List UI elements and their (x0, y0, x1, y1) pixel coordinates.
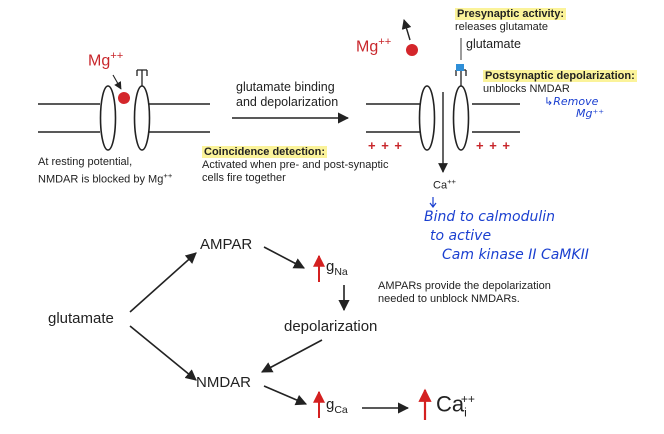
flow-ca-i: Cai++ (436, 391, 475, 420)
coincidence-note: Coincidence detection: Activated when pr… (202, 146, 389, 184)
left-nmdar-channel (38, 69, 210, 151)
ampar-note: AMPARs provide the depolarization needed… (378, 280, 551, 305)
mg-ion-expelled (406, 44, 418, 56)
flow-ampar: AMPAR (200, 236, 253, 253)
plus-charges-right: + + + (476, 138, 511, 153)
mg-label-right: Mg++ (356, 36, 392, 56)
resting-note: At resting potential, NMDAR is blocked b… (38, 156, 173, 186)
mg-label-left: Mg++ (88, 50, 124, 70)
ca-label: Ca++ (433, 177, 457, 192)
glutamate-square (456, 64, 464, 71)
glutamate-label: glutamate (466, 37, 521, 51)
flow-glutamate: glutamate (48, 310, 114, 327)
plus-charges-left: + + + (368, 138, 403, 153)
right-nmdar-channel (366, 19, 520, 173)
flow-g-na: gNa (326, 258, 348, 278)
transition-label: glutamate binding and depolarization (236, 80, 339, 109)
postsynaptic-note: Postsynaptic depolarization: unblocks NM… (483, 70, 637, 95)
handwritten-bind-calmodulin: Bind to calmodulin to active Cam kinase … (424, 209, 589, 263)
flow-nmdar: NMDAR (196, 374, 251, 391)
flowchart-arrows (129, 246, 410, 414)
handwritten-remove-mg: ↳Remove Mg⁺⁺ (544, 95, 605, 120)
flow-depolarization: depolarization (284, 318, 378, 335)
presynaptic-note: Presynaptic activity: releases glutamate (455, 8, 566, 33)
flow-g-ca: gCa (326, 396, 348, 416)
mg-ion-blocking (118, 92, 130, 104)
